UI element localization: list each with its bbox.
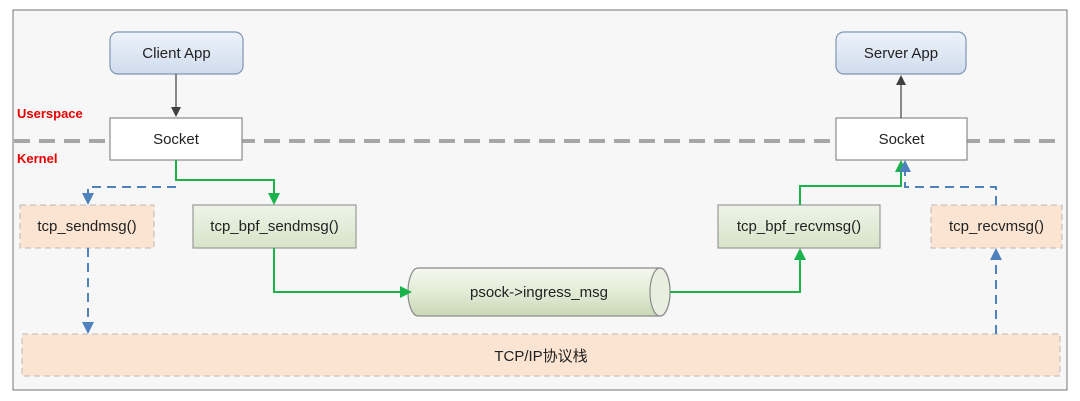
- kernel-label: Kernel: [17, 151, 58, 166]
- tcp-ip-stack-label: TCP/IP协议栈: [494, 347, 588, 365]
- client-socket-label: Socket: [153, 130, 199, 148]
- server-socket-label: Socket: [878, 130, 925, 148]
- arrow-socket-to-tcp-bpf-sendmsg: [175, 160, 280, 205]
- arrow-tcp-bpf-recvmsg-to-socket: [799, 160, 907, 205]
- arrow-tcp-bpf-sendmsg-to-psock: [273, 248, 412, 298]
- tcp-bpf-sendmsg-label: tcp_bpf_sendmsg(): [210, 218, 339, 235]
- userspace-label: Userspace: [17, 106, 83, 121]
- arrow-psock-to-tcp-bpf-recvmsg: [670, 248, 806, 293]
- client-socket-box: [109, 117, 243, 161]
- tcp-bpf-sendmsg-box: [192, 204, 357, 249]
- tcp-ip-stack-box: [21, 333, 1061, 377]
- server-app-label: Server App: [863, 44, 939, 62]
- arrow-tcp-recvmsg-to-socket: [899, 160, 997, 205]
- tcp-bpf-recvmsg-label: tcp_bpf_recvmsg(): [736, 218, 862, 235]
- psock-ingress-cylinder: [407, 267, 671, 317]
- server-app-box: [835, 31, 967, 75]
- psock-ingress-label: psock->ingress_msg: [470, 283, 608, 301]
- arrow-socket-to-tcp-sendmsg: [82, 186, 176, 205]
- tcp-sendmsg-label: tcp_sendmsg(): [37, 218, 137, 235]
- tcp-sendmsg-box: [19, 204, 155, 249]
- client-app-label: Client App: [142, 44, 211, 62]
- tcp-recvmsg-label: tcp_recvmsg(): [948, 218, 1045, 235]
